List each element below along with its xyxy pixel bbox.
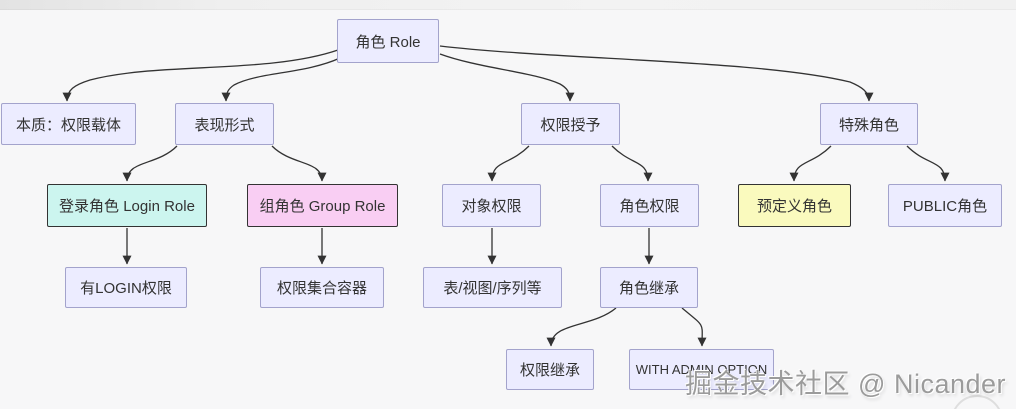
node-grant-label: 权限授予: [540, 116, 601, 134]
node-essence: 本质：权限载体: [1, 103, 136, 145]
node-login-role: 登录角色 Login Role: [47, 184, 207, 227]
node-role-inherit-label: 角色继承: [618, 280, 679, 297]
node-special: 特殊角色: [820, 103, 918, 145]
node-public-role: PUBLIC角色: [888, 184, 1002, 227]
edge-grant-rolepriv: [611, 145, 653, 182]
node-special-label: 特殊角色: [838, 116, 899, 134]
node-has-login: 有LOGIN权限: [65, 267, 187, 308]
node-role-priv-label: 角色权限: [619, 198, 680, 215]
edge-inherit-withadmin: [681, 307, 707, 347]
node-role-root-label: 角色 Role: [355, 33, 421, 51]
edge-form-login: [122, 145, 178, 182]
edge-form-group: [271, 145, 327, 182]
node-with-admin-option: WITH ADMIN OPTION: [629, 349, 774, 390]
node-group-role: 组角色 Group Role: [247, 184, 398, 227]
node-public-role-label: PUBLIC角色: [902, 198, 988, 215]
node-form: 表现形式: [175, 103, 274, 145]
node-form-label: 表现形式: [194, 116, 255, 134]
node-predefined-role-label: 预定义角色: [756, 198, 832, 215]
edge-root-form: [221, 57, 341, 102]
edge-special-public: [906, 145, 950, 182]
node-grant: 权限授予: [521, 103, 620, 145]
node-priv-inherit: 权限继承: [506, 349, 594, 390]
node-essence-label: 本质：权限载体: [15, 116, 121, 134]
node-object-priv: 对象权限: [442, 184, 541, 227]
node-has-login-label: 有LOGIN权限: [80, 280, 172, 297]
node-predefined-role: 预定义角色: [738, 184, 851, 227]
watermark-text: 掘金技术社区 @ Nicander: [685, 369, 1006, 399]
node-priv-inherit-label: 权限继承: [519, 362, 580, 379]
edge-inherit-privinherit: [546, 307, 617, 347]
node-role-priv: 角色权限: [600, 184, 699, 227]
node-object-priv-label: 对象权限: [461, 198, 522, 215]
node-with-admin-option-label: WITH ADMIN OPTION: [635, 362, 768, 377]
edge-root-essence: [62, 49, 339, 102]
edge-special-predefined: [789, 145, 832, 182]
edge-root-grant: [439, 53, 575, 102]
node-priv-container-label: 权限集合容器: [276, 280, 367, 297]
edge-root-special: [439, 45, 874, 102]
node-group-role-label: 组角色 Group Role: [259, 198, 386, 215]
node-table-view-seq-label: 表/视图/序列等: [443, 280, 542, 297]
edge-grant-object: [487, 145, 530, 182]
node-role-inherit: 角色继承: [600, 267, 698, 308]
top-edge-strip: [0, 0, 1016, 10]
node-login-role-label: 登录角色 Login Role: [59, 198, 195, 215]
node-priv-container: 权限集合容器: [260, 267, 384, 308]
node-table-view-seq: 表/视图/序列等: [423, 267, 562, 308]
node-role-root: 角色 Role: [337, 19, 439, 63]
